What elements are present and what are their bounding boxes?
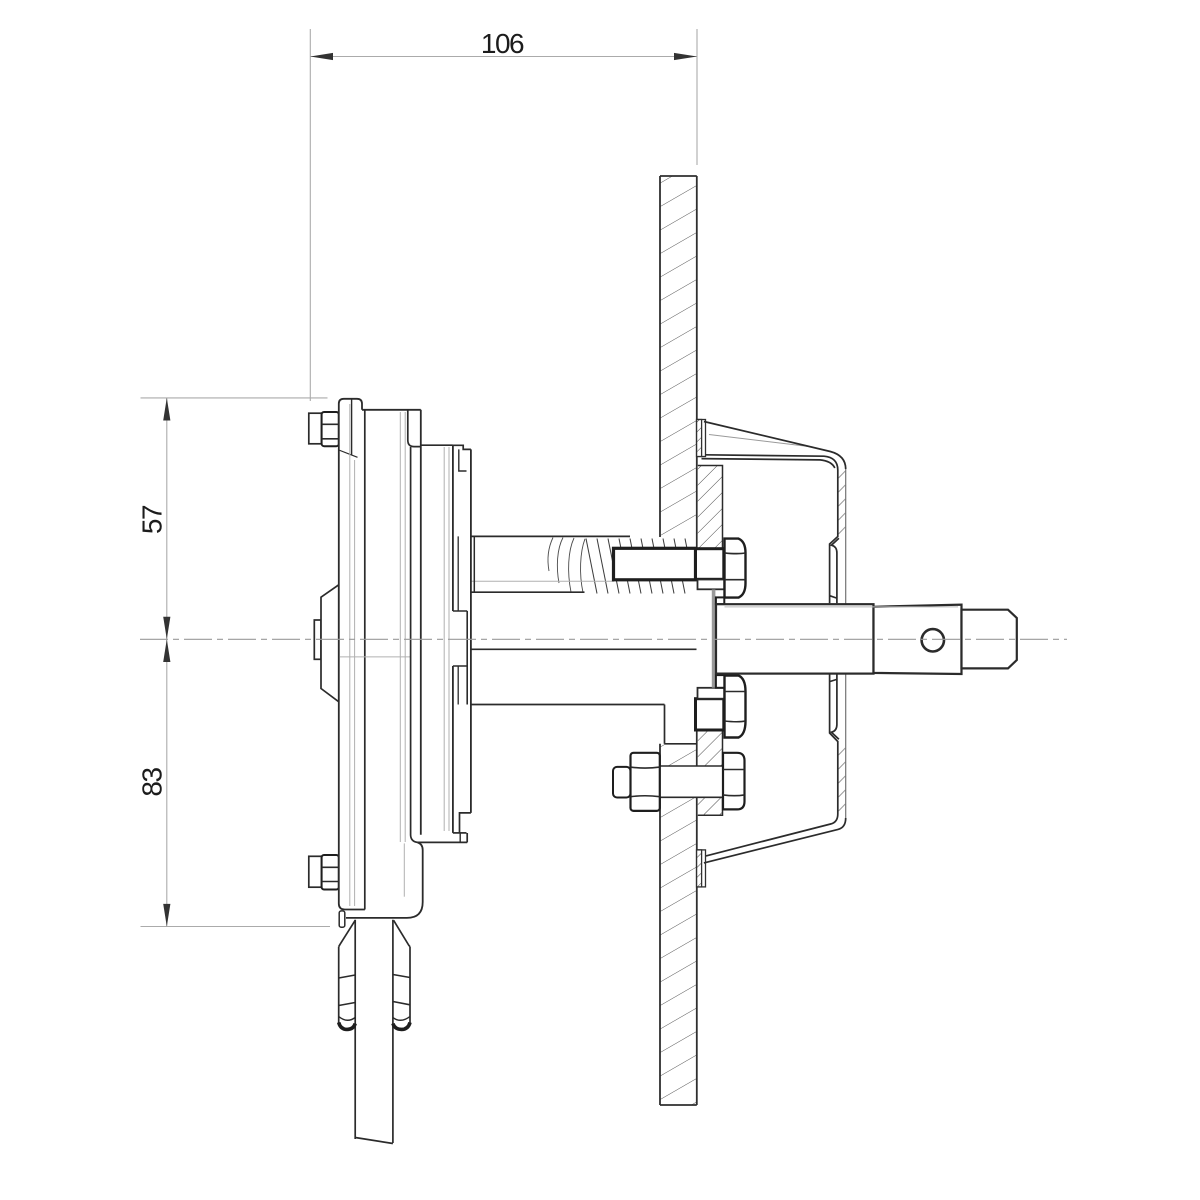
svg-text:57: 57 <box>137 505 168 534</box>
svg-text:83: 83 <box>137 768 168 797</box>
svg-text:106: 106 <box>481 28 524 59</box>
